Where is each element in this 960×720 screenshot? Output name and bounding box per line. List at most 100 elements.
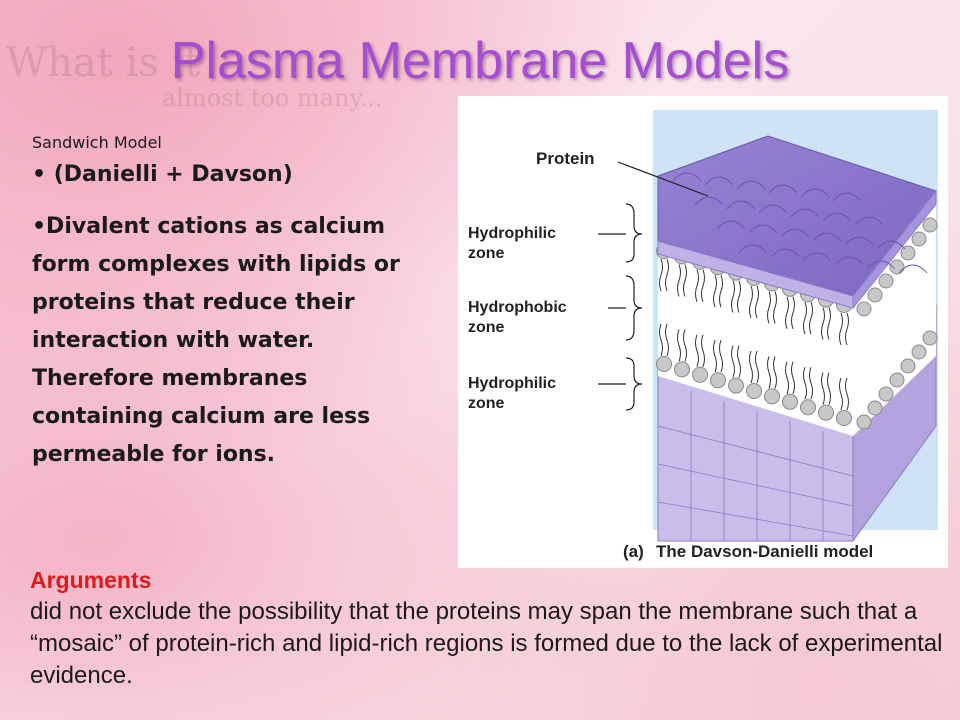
lipid-tail <box>839 312 843 411</box>
brace-hydrophilic-bottom <box>598 357 643 411</box>
label-hydrophilic-top-1: Hydrophilic <box>468 225 556 242</box>
protein-cell-line <box>657 463 854 507</box>
protein-bump <box>876 240 906 250</box>
protein-bump <box>802 252 832 262</box>
brace-hydrophobic <box>608 275 643 341</box>
protein-bump <box>898 264 928 274</box>
lipid-tail <box>749 285 753 384</box>
lipid-head-bottom <box>710 372 726 389</box>
protein-bump <box>770 248 800 258</box>
protein-bump <box>672 172 702 182</box>
figure-caption-prefix: (a) <box>623 542 644 561</box>
label-hydrophilic-bottom-1: Hydrophilic <box>468 375 556 392</box>
lipid-tail <box>659 258 663 357</box>
left-text-block: Sandwich Model • (Danielli + Davson) •Di… <box>32 132 432 474</box>
lipid-tail <box>713 275 717 373</box>
lipid-head-top-side <box>856 301 872 317</box>
arguments-block: Arguments did not exclude the possibilit… <box>30 566 955 692</box>
lipid-tail <box>695 269 699 367</box>
lipid-head-top-side <box>911 231 927 247</box>
lipid-head-bottom <box>656 356 672 372</box>
lipid-head-top-side <box>900 245 916 261</box>
bullet-authors: • (Danielli + Davson) <box>32 162 293 187</box>
model-label: Sandwich Model <box>32 133 162 152</box>
protein-bump <box>812 232 842 242</box>
lipid-tail <box>791 296 795 394</box>
lipid-head-top-side <box>922 217 938 233</box>
lipid-head-bottom <box>818 404 834 421</box>
protein-bump <box>866 260 896 270</box>
lipid-head-bottom-side <box>878 386 894 402</box>
protein-cell-line <box>657 501 854 537</box>
arguments-heading: Arguments <box>30 567 152 593</box>
lipid-head-top-side <box>878 273 894 289</box>
lipid-head-bottom-side <box>922 330 938 346</box>
arguments-body: did not exclude the possibility that the… <box>30 598 943 689</box>
lipid-head-top-side <box>889 259 905 275</box>
membrane-diagram: Protein Hydrophilic zone Hydrophobic zon… <box>468 110 938 561</box>
lipid-tail <box>845 312 849 411</box>
slide-title: Plasma Membrane Models <box>170 32 790 90</box>
protein-bump <box>844 236 874 246</box>
lipid-head-bottom <box>728 377 744 394</box>
pointer-protein <box>617 161 709 197</box>
lipid-head-bottom-side <box>900 358 916 374</box>
protein-bump <box>768 184 798 194</box>
lipid-head-bottom-side <box>856 414 872 430</box>
lipid-tail <box>767 291 771 389</box>
protein-bump <box>780 228 810 238</box>
lipid-head-bottom-side <box>889 372 905 388</box>
label-protein: Protein <box>536 149 595 168</box>
protein-bump <box>716 220 746 230</box>
lipid-tail <box>785 296 789 394</box>
figure-caption: The Davson-Danielli model <box>656 542 873 561</box>
lipid-tail <box>665 258 669 357</box>
protein-layer-top-side <box>852 189 937 310</box>
lipid-head-top-side <box>867 287 883 303</box>
lipid-tail <box>803 302 807 400</box>
lipid-tail <box>827 307 831 405</box>
lipid-head-bottom <box>800 399 816 416</box>
label-hydrophilic-bottom-2: zone <box>468 395 505 412</box>
lipid-head-bottom <box>674 361 690 378</box>
label-hydrophobic-1: Hydrophobic <box>468 299 567 316</box>
lipid-tail <box>719 275 723 373</box>
protein-bump <box>748 224 778 234</box>
background-ghost-text-1: What is it <box>6 40 201 86</box>
label-hydrophilic-top-2: zone <box>468 245 505 262</box>
protein-bump <box>854 216 884 226</box>
membrane-figure: Protein Hydrophilic zone Hydrophobic zon… <box>458 96 948 568</box>
protein-bump <box>726 200 756 210</box>
bullet-calcium: •Divalent cations as calcium form comple… <box>32 214 400 467</box>
protein-cell-line <box>657 425 854 477</box>
lipid-tail <box>701 269 705 367</box>
protein-bump <box>790 208 820 218</box>
lipid-head-bottom <box>836 410 852 426</box>
protein-bump <box>704 176 734 186</box>
lipid-tail <box>731 280 735 378</box>
protein-bump <box>832 192 862 202</box>
protein-bump <box>736 180 766 190</box>
lipid-tail <box>737 280 741 378</box>
protein-bump <box>822 212 852 222</box>
lipid-tail <box>773 291 777 389</box>
lipid-tail <box>677 264 681 362</box>
lipid-tail <box>755 285 759 384</box>
lipid-head-bottom-side <box>911 344 927 360</box>
protein-bump <box>834 256 864 266</box>
lipid-tail <box>821 307 825 405</box>
lipid-head-bottom <box>782 393 798 410</box>
lipid-tail <box>809 302 813 400</box>
protein-bump <box>800 188 830 198</box>
lipid-tail <box>683 264 687 362</box>
protein-bump <box>758 204 788 214</box>
hydrophobic-region <box>658 206 936 436</box>
label-hydrophobic-2: zone <box>468 319 505 336</box>
lipid-head-bottom-side <box>867 400 883 416</box>
lipid-head-bottom <box>746 383 762 399</box>
lipid-head-bottom <box>692 366 708 383</box>
brace-hydrophilic-top <box>598 203 643 263</box>
background-ghost-text-2: almost too many... <box>162 84 383 112</box>
lipid-head-bottom <box>764 388 780 405</box>
